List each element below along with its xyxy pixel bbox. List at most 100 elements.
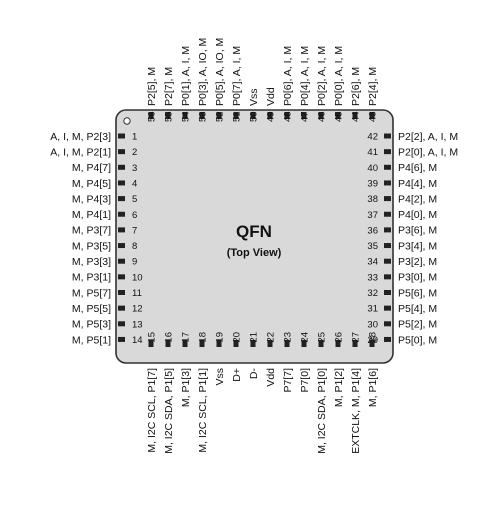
pin-number: 41: [367, 147, 378, 158]
pin-label: D+: [231, 368, 243, 382]
pin-number: 8: [132, 241, 137, 252]
pin-number: 42: [367, 132, 378, 143]
pin-pad: [165, 112, 171, 119]
pin-pad: [384, 321, 391, 327]
chip-title: QFN: [236, 222, 272, 241]
chip-body: [115, 109, 394, 364]
pin-pad: [384, 305, 391, 311]
pin-number: 7: [132, 225, 137, 236]
pin-number: 52: [215, 111, 226, 122]
pin-pad: [384, 227, 391, 233]
pin-label: P2[7], M: [163, 67, 175, 106]
pin-number: 20: [232, 332, 243, 343]
pin-pad: [118, 211, 125, 217]
pin-pad: [384, 149, 391, 155]
pin-label: P5[2], M: [398, 319, 437, 331]
pin-label: P0[1], A, I, M: [180, 46, 192, 106]
pin-pad: [165, 340, 171, 347]
pin-label: P4[4], M: [398, 178, 437, 190]
pin-number: 30: [367, 319, 378, 330]
pin-number: 28: [368, 332, 379, 343]
pin-number: 25: [317, 332, 328, 343]
pin-pad: [318, 112, 324, 119]
pin-label: P2[2], A, I, M: [398, 131, 458, 143]
pin-number: 33: [367, 272, 378, 283]
pin-number: 6: [132, 210, 137, 221]
pin-label: M, P4[5]: [72, 178, 111, 190]
pin-label: M, P5[5]: [72, 303, 111, 315]
pin-number: 56: [147, 111, 158, 122]
pin-pad: [301, 340, 307, 347]
pin-label: M, P5[3]: [72, 319, 111, 331]
pin-label: M, I2C SCL, P1[7]: [146, 368, 158, 453]
pin-pad: [118, 258, 125, 264]
pin1-marker-dot: [123, 117, 131, 125]
pin-label: P0[5], A, IO, M: [214, 38, 226, 106]
pin-number: 19: [215, 332, 226, 343]
pin-label: Vdd: [265, 368, 277, 387]
pin-label: M, P3[7]: [72, 225, 111, 237]
pin-label: Vdd: [265, 87, 277, 106]
pin-label: P3[6], M: [398, 225, 437, 237]
pin-label: M, P5[7]: [72, 287, 111, 299]
pins-group: 1A, I, M, P2[3]2A, I, M, P2[1]3M, P4[7]4…: [50, 38, 458, 454]
pin-number: 55: [164, 111, 175, 122]
pin-pad: [284, 340, 290, 347]
pin-label: M, P1[3]: [180, 368, 192, 407]
pin-label: P0[4], A, I, M: [299, 46, 311, 106]
pin-number: 39: [367, 178, 378, 189]
pin-pad: [384, 133, 391, 139]
pin-label: P2[6], M: [350, 67, 362, 106]
pin-number: 48: [283, 111, 294, 122]
pin-pad: [369, 340, 375, 347]
pin-pad: [118, 336, 125, 342]
pin-pad: [318, 340, 324, 347]
pin-number: 13: [132, 319, 143, 330]
pin-number: 47: [300, 111, 311, 122]
pin-number: 1: [132, 132, 137, 143]
pin-label: M, I2C SDA, P1[5]: [163, 368, 175, 454]
pin-label: P0[6], A, I, M: [282, 46, 294, 106]
pin-number: 49: [266, 111, 277, 122]
pin-label: A, I, M, P2[1]: [50, 146, 111, 158]
pin-number: 22: [266, 332, 277, 343]
pin-label: Vss: [214, 368, 226, 386]
pin-label: M, I2C SCL, P1[1]: [197, 368, 209, 453]
pin-label: P0[0], A, I, M: [333, 46, 345, 106]
pin-label: M, P4[7]: [72, 162, 111, 174]
pin-pad: [118, 164, 125, 170]
pin-number: 24: [300, 332, 311, 343]
pin-number: 4: [132, 178, 137, 189]
pin-label: P2[4], M: [367, 67, 379, 106]
pin-number: 51: [232, 111, 243, 122]
pin-number: 53: [198, 111, 209, 122]
pin-pad: [233, 112, 239, 119]
pin-label: M, P3[3]: [72, 256, 111, 268]
pin-number: 32: [367, 288, 378, 299]
pin-pad: [216, 340, 222, 347]
pin-pad: [250, 340, 256, 347]
pin-number: 35: [367, 241, 378, 252]
pin-pad: [118, 180, 125, 186]
pin-number: 27: [351, 332, 362, 343]
pin-pad: [384, 180, 391, 186]
pin-pad: [118, 196, 125, 202]
pin-label: P2[0], A, I, M: [398, 146, 458, 158]
pin-pad: [267, 340, 273, 347]
pin-label: M, I2C SDA, P1[0]: [316, 368, 328, 454]
pin-pad: [118, 243, 125, 249]
pin-pad: [182, 340, 188, 347]
pin-number: 2: [132, 147, 137, 158]
pin-label: P4[2], M: [398, 193, 437, 205]
pin-label: M, P1[6]: [367, 368, 379, 407]
pin-label: A, I, M, P2[3]: [50, 131, 111, 143]
pin-pad: [384, 243, 391, 249]
pin-number: 9: [132, 257, 137, 268]
pin-label: P5[6], M: [398, 287, 437, 299]
pin-label: D-: [248, 368, 260, 380]
pin-label: M, P3[5]: [72, 240, 111, 252]
pin-label: EXTCLK, M, P1[4]: [350, 368, 362, 454]
pin-number: 34: [367, 257, 378, 268]
pin-number: 46: [317, 111, 328, 122]
